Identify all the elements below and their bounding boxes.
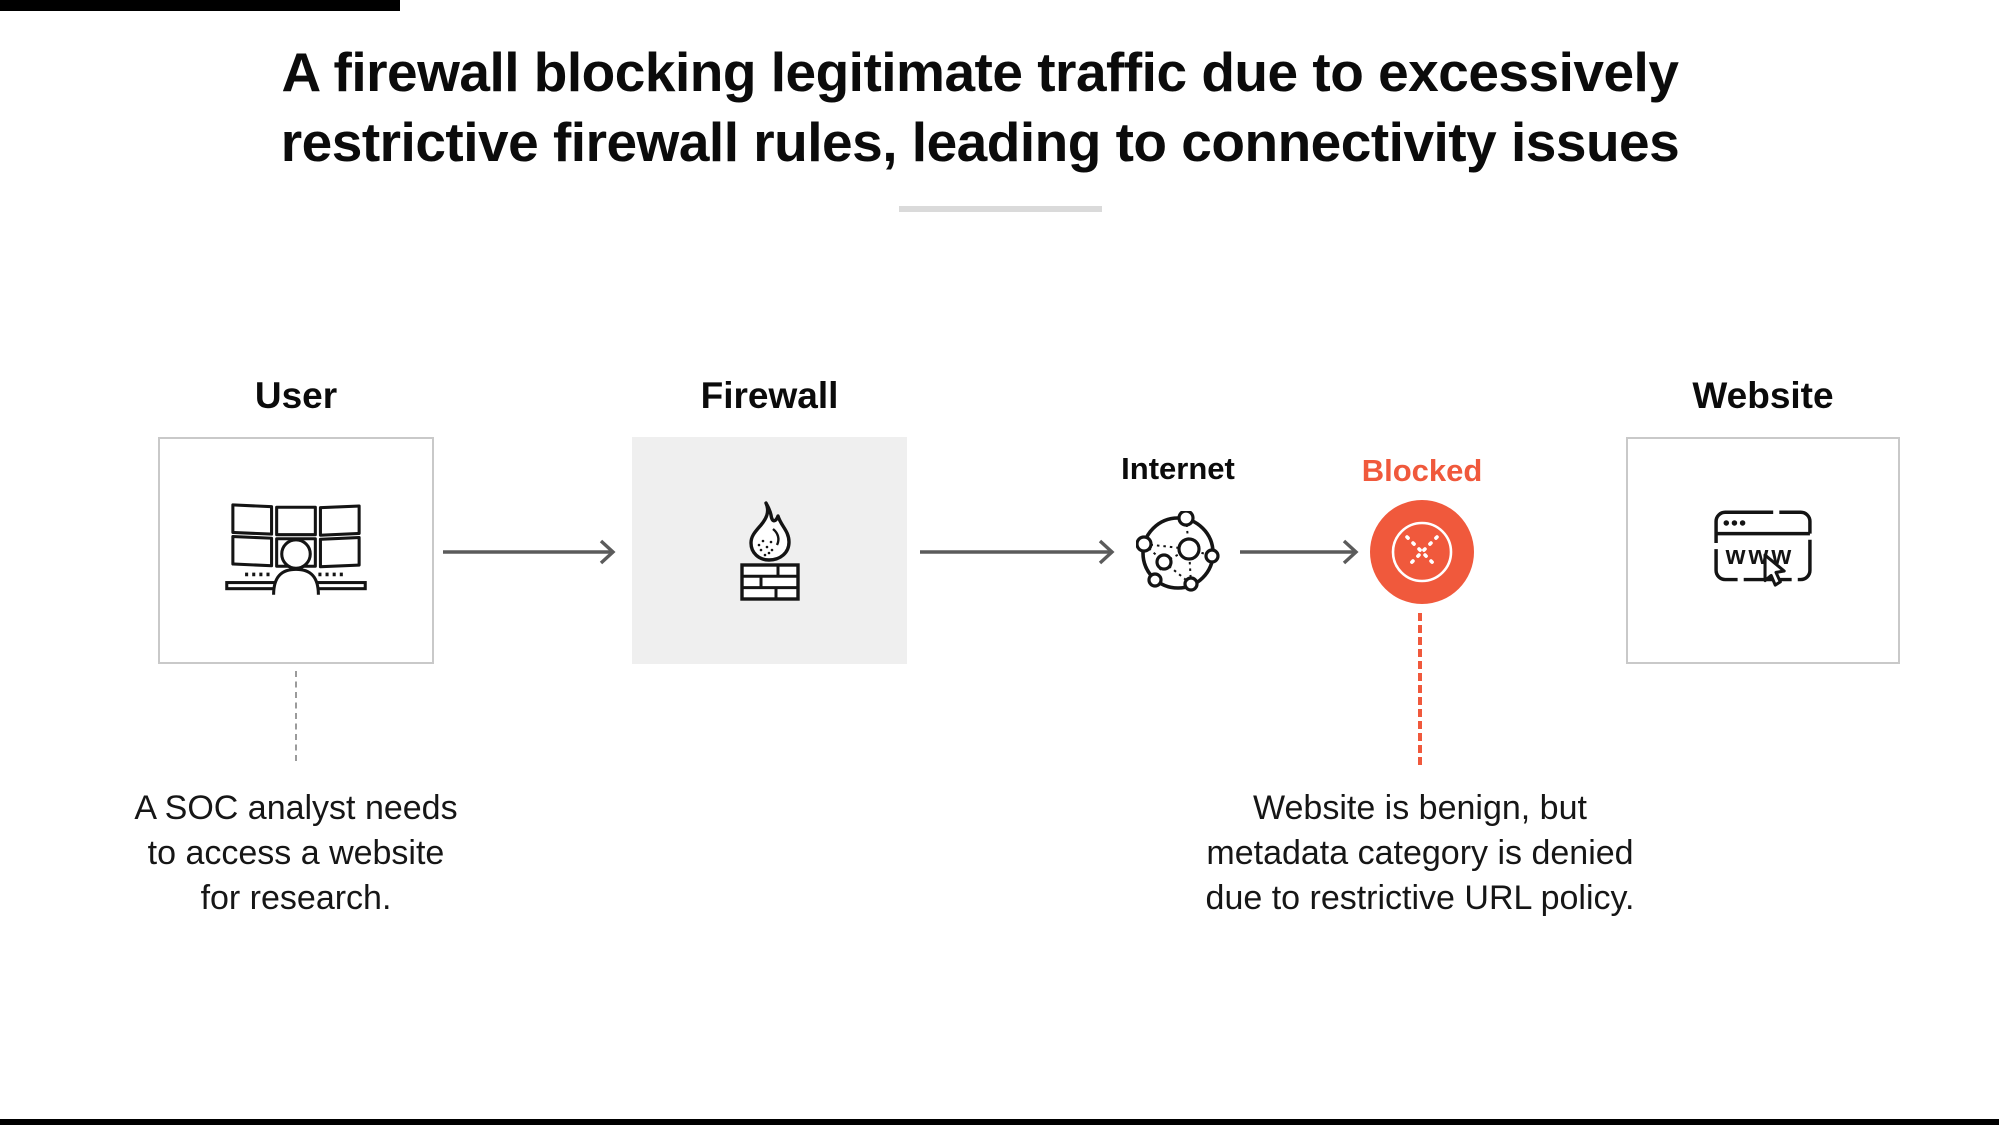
blocked-x-glyph xyxy=(1391,521,1453,583)
user-note-connector xyxy=(295,671,297,761)
top-edge-bar xyxy=(0,0,400,11)
flame-brick-wall-icon xyxy=(739,500,800,601)
bottom-edge-bar xyxy=(0,1119,1999,1125)
website-box: www xyxy=(1626,437,1900,664)
www-text: www xyxy=(1725,542,1795,570)
arrow-user-to-firewall xyxy=(443,539,616,565)
blocked-note-connector xyxy=(1418,613,1422,765)
page-title: A firewall blocking legitimate traffic d… xyxy=(280,41,1680,173)
firewall-box xyxy=(632,437,907,664)
firewall-label: Firewall xyxy=(700,375,839,416)
website-label: Website xyxy=(1692,375,1834,416)
workstation-monitors-icon xyxy=(225,502,367,595)
user-box xyxy=(158,437,434,664)
blocked-annotation: Website is benign, but metadata category… xyxy=(1205,789,1635,918)
blocked-label: Blocked xyxy=(1361,453,1483,488)
crossed-circle-icon xyxy=(1370,500,1474,604)
arrow-firewall-to-internet xyxy=(920,539,1115,565)
user-label: User xyxy=(254,375,338,416)
browser-www-cursor-icon: www xyxy=(1714,510,1812,587)
internet-label: Internet xyxy=(1121,451,1235,486)
user-annotation: A SOC analyst needs to access a website … xyxy=(134,789,458,918)
arrow-internet-to-blocked xyxy=(1240,539,1359,565)
network-globe-icon xyxy=(1136,511,1220,592)
title-divider xyxy=(899,206,1102,212)
